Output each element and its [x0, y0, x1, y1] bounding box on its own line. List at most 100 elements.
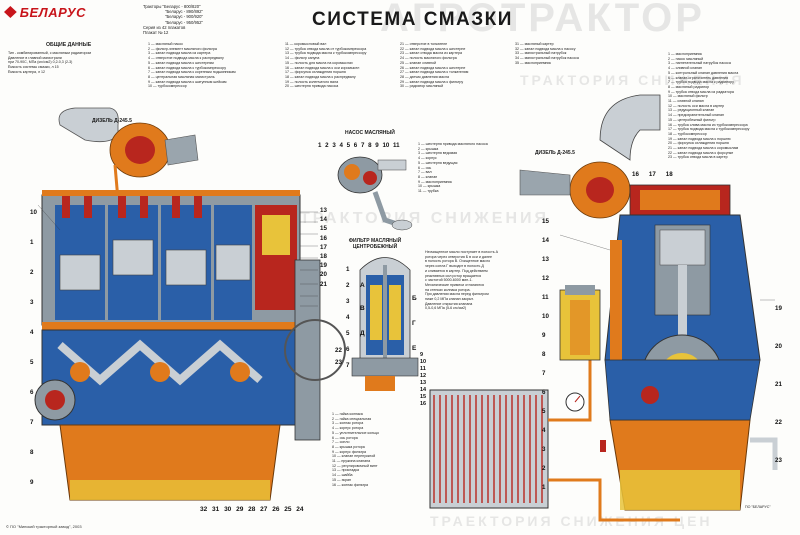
legend-col-1: 1 — масляный насос 2 — фильтр-элемент ма…: [148, 42, 283, 89]
pressure-gauge-drawing: [565, 392, 606, 452]
legend-item: 4 — корпус: [418, 156, 437, 161]
legend-item: 22 — канал подвода масла к шестерне: [400, 46, 466, 51]
legend-item: 8 — масляный радиатор: [668, 84, 710, 89]
filter-title: ФИЛЬТР МАСЛЯНЫЙ ЦЕНТРОБЕЖНЫЙ: [348, 238, 402, 250]
filter-text-line: Давление открытия клапана: [425, 301, 473, 306]
callout-number: 15: [320, 225, 327, 233]
filter-text-line: с частотой 5000-6000 мин-1.: [425, 278, 473, 283]
legend-item: 10 — масляный фильтр: [668, 94, 708, 99]
legend-item: 11 — сливной клапан: [668, 99, 704, 104]
oil-pump-drawing: [337, 156, 413, 231]
callout-number: 14: [542, 237, 549, 244]
callout-number: 5: [30, 359, 34, 366]
callout-number: 12: [542, 275, 549, 282]
callout-number: 20: [320, 271, 327, 279]
legend-right: 1 — маслоприемник 2 — насос масляный 3 —…: [668, 52, 796, 160]
filter-text-line: ниже 0,2 МПа клапан закрыт.: [425, 297, 474, 302]
callout-number: 4: [542, 427, 546, 434]
callout-number: 9: [30, 479, 34, 486]
legend-item: 9 — маслоприемник: [418, 179, 452, 184]
right-top-numbers: 16 17 18: [632, 170, 673, 179]
legend-item: 33 — магистральный патрубок: [515, 51, 567, 56]
callout-number: 10: [542, 313, 549, 320]
legend-item: 6 — ось ротора: [332, 435, 358, 440]
legend-item: 10 — крышка: [418, 184, 441, 189]
legend-item: 12 — регулировочный винт: [332, 463, 378, 468]
general-line: Тип - комбинированный, с масляным радиат…: [8, 51, 91, 55]
legend-item: 7 — трубка подвода масла к радиатору: [668, 80, 734, 85]
engine-cross-section-right: [519, 94, 778, 511]
callout-number: 18: [320, 253, 327, 261]
filter-description: Неочищенное масло поступает в полость А …: [425, 250, 530, 311]
legend-item: 30 — радиатор масляный: [400, 84, 444, 89]
filter-text-line: на стенках колпака ротора.: [425, 287, 471, 292]
legend-item: 8 — клапан: [418, 174, 438, 179]
legend-item: 15 — полость для масла на коромыслах: [285, 60, 353, 65]
legend-item: 5 — уплотнительное кольцо: [332, 430, 379, 435]
legend-item: 25 — клапан сливной: [400, 60, 437, 65]
callout-number: 19: [320, 262, 327, 270]
legend-item: 19 — полость коленчатого вала: [285, 79, 339, 84]
legend-item: 6 — канал подвода масла к турбокомпрессо…: [148, 65, 227, 70]
callout-number: 23: [335, 359, 342, 366]
callout-number: 17: [320, 243, 327, 251]
legend-item: 4 — отверстие подвода масла к распредвал…: [148, 56, 224, 61]
legend-item: 9 — корпус фильтра: [332, 449, 366, 454]
callout-number: 14: [420, 387, 427, 393]
callout-number: 14: [320, 216, 327, 224]
legend-item: 19 — канал подвода масла к поршню: [668, 136, 731, 141]
legend-item: 5 — канал подвода масла к шестерням: [148, 60, 214, 65]
callout-number: 15: [542, 218, 549, 225]
diesel-left-title: ДИЗЕЛЬ Д-245.5: [92, 118, 132, 124]
engine-block-left: [41, 190, 301, 330]
filter-letter-e: Е: [412, 345, 417, 352]
legend-item: 9 — трубка отвода масла из радиатора: [668, 89, 734, 94]
callout-number: 13: [420, 380, 427, 386]
legend-item: 1 — маслоприемник: [668, 52, 702, 56]
model-line: Серия из 42 плакатов: [143, 24, 186, 30]
legend-item: 34 — магистральный патрубок насоса: [515, 56, 579, 61]
callout-number: 11: [542, 294, 549, 301]
callout-number: 3: [30, 299, 34, 306]
watermark-middle: ТРАКТОРИЯ СНИЖЕНИЯ: [300, 210, 549, 227]
legend-item: 1 — гайка колпака: [332, 412, 363, 416]
legend-item: 20 — форсунка охлаждения поршня: [668, 141, 729, 146]
watermark-top: АГРОТРАКТОР: [380, 0, 705, 40]
legend-item: 11 — пружина клапана: [332, 459, 371, 464]
legend-item: 2 — гайка специальная: [332, 416, 372, 421]
general-line: Ёмкость системы смазки, л 15: [8, 65, 59, 70]
general-line: Ёмкость картера, л 12: [8, 69, 46, 74]
callout-number: 5: [346, 330, 350, 337]
filter-text-line: ротора через отверстия Б в оси и далее: [425, 254, 493, 259]
copyright-footer: © ПО "Минский тракторный завод", 2003: [6, 524, 82, 529]
bottom-numbers: 32 31 30 29 28 27 26 25 24: [200, 506, 304, 513]
callout-number: 19: [775, 305, 782, 312]
legend-item: 22 — канал подвода масла к форсунке: [668, 150, 734, 155]
legend-item: 13 — трубка подвода масла к турбокомпрес…: [285, 51, 367, 56]
watermark-bottom: ТРАЕКТОРИЯ СНИЖЕНИЯ ЦЕН: [430, 513, 713, 529]
right-right-numbers: 19 20 21 22 23: [775, 290, 782, 480]
poster-title: СИСТЕМА СМАЗКИ: [312, 9, 513, 30]
callout-number: 2: [30, 269, 34, 276]
filter-text-line: Механические примеси отлагаются: [425, 282, 484, 287]
callout-number: 15: [420, 394, 427, 400]
legend-item: 11 — коромысловый вал: [285, 42, 327, 46]
callout-number: 22: [335, 347, 342, 354]
watermark-right: ТРАКТОРИЯ СНИЖЕНИЯ: [520, 72, 745, 88]
callout-number: 16: [632, 171, 639, 178]
filter-letter-a: А: [360, 282, 365, 289]
filter-text-line: и сливается в картер. Под действием: [425, 268, 488, 273]
legend-item: 13 — прокладка: [332, 468, 359, 473]
callout-number: 13: [320, 207, 327, 214]
legend-item: 4 — корпус ротора: [332, 426, 364, 431]
legend-item: 21 — отверстие в толкателе: [400, 42, 448, 46]
brand-diamond-icon: [4, 6, 17, 18]
general-line: при 70-90С, МПа (кгс/см2) 0,2-0,3 (2-3): [8, 60, 73, 65]
model-line: "Беларус - 900/920": [165, 14, 203, 20]
pump-numbers: 1 2 3 4 5 6 7 8 9 10 11: [318, 142, 400, 149]
legend-item: 17 — трубка подвода масла к турбокомпрес…: [668, 127, 750, 132]
legend-item: 23 — трубка отвода масла в картер: [668, 155, 728, 160]
callout-number: 9: [420, 352, 424, 358]
